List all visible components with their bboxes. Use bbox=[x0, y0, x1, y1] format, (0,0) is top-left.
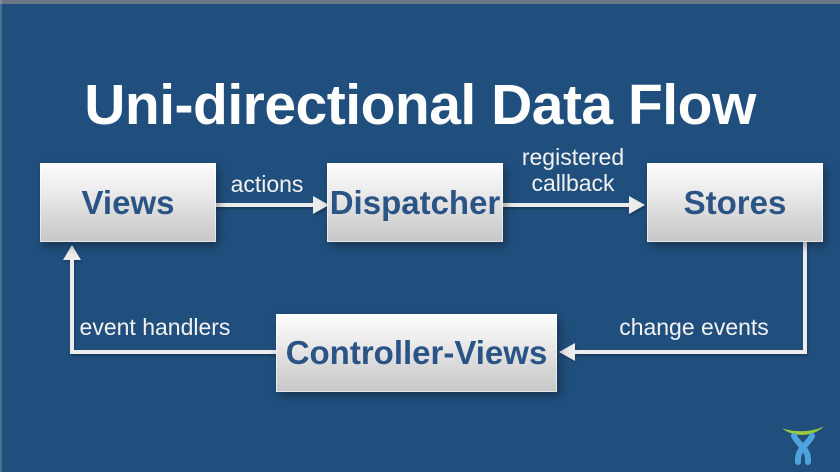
node-controller-views-label: Controller-Views bbox=[285, 334, 548, 371]
edge-label-event-handlers: event handlers bbox=[79, 314, 231, 340]
node-dispatcher-label: Dispatcher bbox=[329, 183, 501, 221]
node-views: Views bbox=[40, 163, 216, 242]
node-dispatcher: Dispatcher bbox=[327, 163, 503, 242]
node-stores-label: Stores bbox=[683, 183, 787, 221]
node-views-label: Views bbox=[81, 183, 175, 221]
left-edge-line bbox=[0, 0, 2, 472]
arrowhead-registered-callback bbox=[629, 196, 645, 214]
arrowhead-change-events bbox=[559, 343, 575, 361]
node-controller-views: Controller-Views bbox=[276, 314, 557, 392]
logo-figure-stroke-right bbox=[794, 433, 815, 465]
edge-label-change-events: change events bbox=[619, 314, 769, 340]
edge-label-registered-callback: registered callback bbox=[521, 144, 625, 196]
edge-label-actions: actions bbox=[230, 171, 304, 197]
page-title: Uni-directional Data Flow bbox=[84, 73, 756, 138]
arrowhead-event-handlers bbox=[63, 245, 81, 260]
top-edge-strip bbox=[0, 0, 840, 4]
logo-green-arc bbox=[782, 426, 824, 435]
atlassian-logo-icon bbox=[782, 426, 824, 465]
node-stores: Stores bbox=[647, 163, 823, 242]
